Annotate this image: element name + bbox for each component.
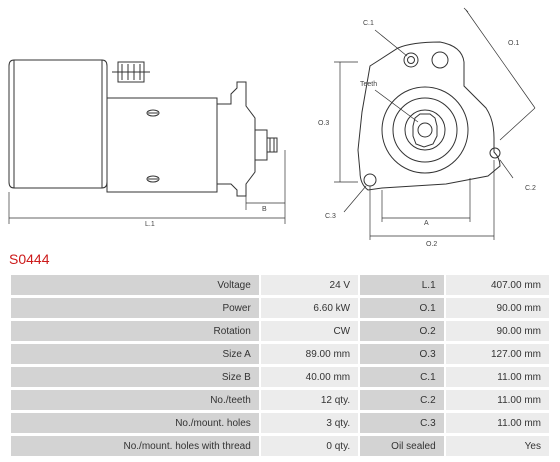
dim-label-o1: O.1 bbox=[508, 40, 519, 47]
technical-drawing: B L.1 C.1 O.1 Teeth O.3 C.2 C.3 bbox=[8, 7, 536, 248]
spec-value: 3 qty. bbox=[260, 413, 359, 433]
spec-label: No./mount. holes bbox=[11, 413, 259, 433]
dim-label-o3: O.3 bbox=[318, 120, 329, 127]
spec-label: O.1 bbox=[360, 298, 444, 318]
dim-label-o2: O.2 bbox=[426, 241, 437, 248]
table-row: No./mount. holes with thread 0 qty. Oil … bbox=[11, 436, 549, 456]
spec-value: 11.00 mm bbox=[445, 367, 549, 387]
dim-label-a: A bbox=[424, 220, 429, 227]
spec-label: No./teeth bbox=[11, 390, 259, 410]
table-row: No./mount. holes 3 qty. C.3 11.00 mm bbox=[11, 413, 549, 433]
dim-label-l1: L.1 bbox=[145, 221, 155, 228]
spec-value: 90.00 mm bbox=[445, 298, 549, 318]
spec-value: 6.60 kW bbox=[260, 298, 359, 318]
dim-label-c1: C.1 bbox=[363, 20, 374, 27]
table-row: No./teeth 12 qty. C.2 11.00 mm bbox=[11, 390, 549, 410]
spec-value: 89.00 mm bbox=[260, 344, 359, 364]
spec-label: L.1 bbox=[360, 275, 444, 295]
table-row: Power 6.60 kW O.1 90.00 mm bbox=[11, 298, 549, 318]
table-row: Size B 40.00 mm C.1 11.00 mm bbox=[11, 367, 549, 387]
spec-label: C.2 bbox=[360, 390, 444, 410]
spec-value: 407.00 mm bbox=[445, 275, 549, 295]
spec-label: Oil sealed bbox=[360, 436, 444, 456]
spec-label: Rotation bbox=[11, 321, 259, 341]
product-code: S0444 bbox=[9, 251, 50, 267]
spec-label: Size B bbox=[11, 367, 259, 387]
side-view bbox=[8, 59, 278, 197]
spec-label: Size A bbox=[11, 344, 259, 364]
front-dimensions bbox=[334, 7, 536, 240]
side-dimensions bbox=[8, 150, 286, 224]
spec-value: CW bbox=[260, 321, 359, 341]
spec-label: O.3 bbox=[360, 344, 444, 364]
table-row: Rotation CW O.2 90.00 mm bbox=[11, 321, 549, 341]
spec-label: Voltage bbox=[11, 275, 259, 295]
dim-label-c3: C.3 bbox=[325, 213, 336, 220]
spec-value: Yes bbox=[445, 436, 549, 456]
spec-value: 12 qty. bbox=[260, 390, 359, 410]
dim-label-teeth: Teeth bbox=[360, 81, 377, 88]
spec-label: C.3 bbox=[360, 413, 444, 433]
spec-label: O.2 bbox=[360, 321, 444, 341]
front-view bbox=[357, 41, 501, 191]
spec-value: 40.00 mm bbox=[260, 367, 359, 387]
spec-value: 127.00 mm bbox=[445, 344, 549, 364]
spec-value: 11.00 mm bbox=[445, 390, 549, 410]
spec-value: 24 V bbox=[260, 275, 359, 295]
spec-label: C.1 bbox=[360, 367, 444, 387]
table-row: Voltage 24 V L.1 407.00 mm bbox=[11, 275, 549, 295]
table-row: Size A 89.00 mm O.3 127.00 mm bbox=[11, 344, 549, 364]
dim-label-b: B bbox=[262, 206, 267, 213]
spec-value: 0 qty. bbox=[260, 436, 359, 456]
spec-value: 90.00 mm bbox=[445, 321, 549, 341]
specs-table: Voltage 24 V L.1 407.00 mm Power 6.60 kW… bbox=[9, 272, 551, 459]
dim-label-c2: C.2 bbox=[525, 185, 536, 192]
spec-value: 11.00 mm bbox=[445, 413, 549, 433]
spec-label: No./mount. holes with thread bbox=[11, 436, 259, 456]
spec-label: Power bbox=[11, 298, 259, 318]
